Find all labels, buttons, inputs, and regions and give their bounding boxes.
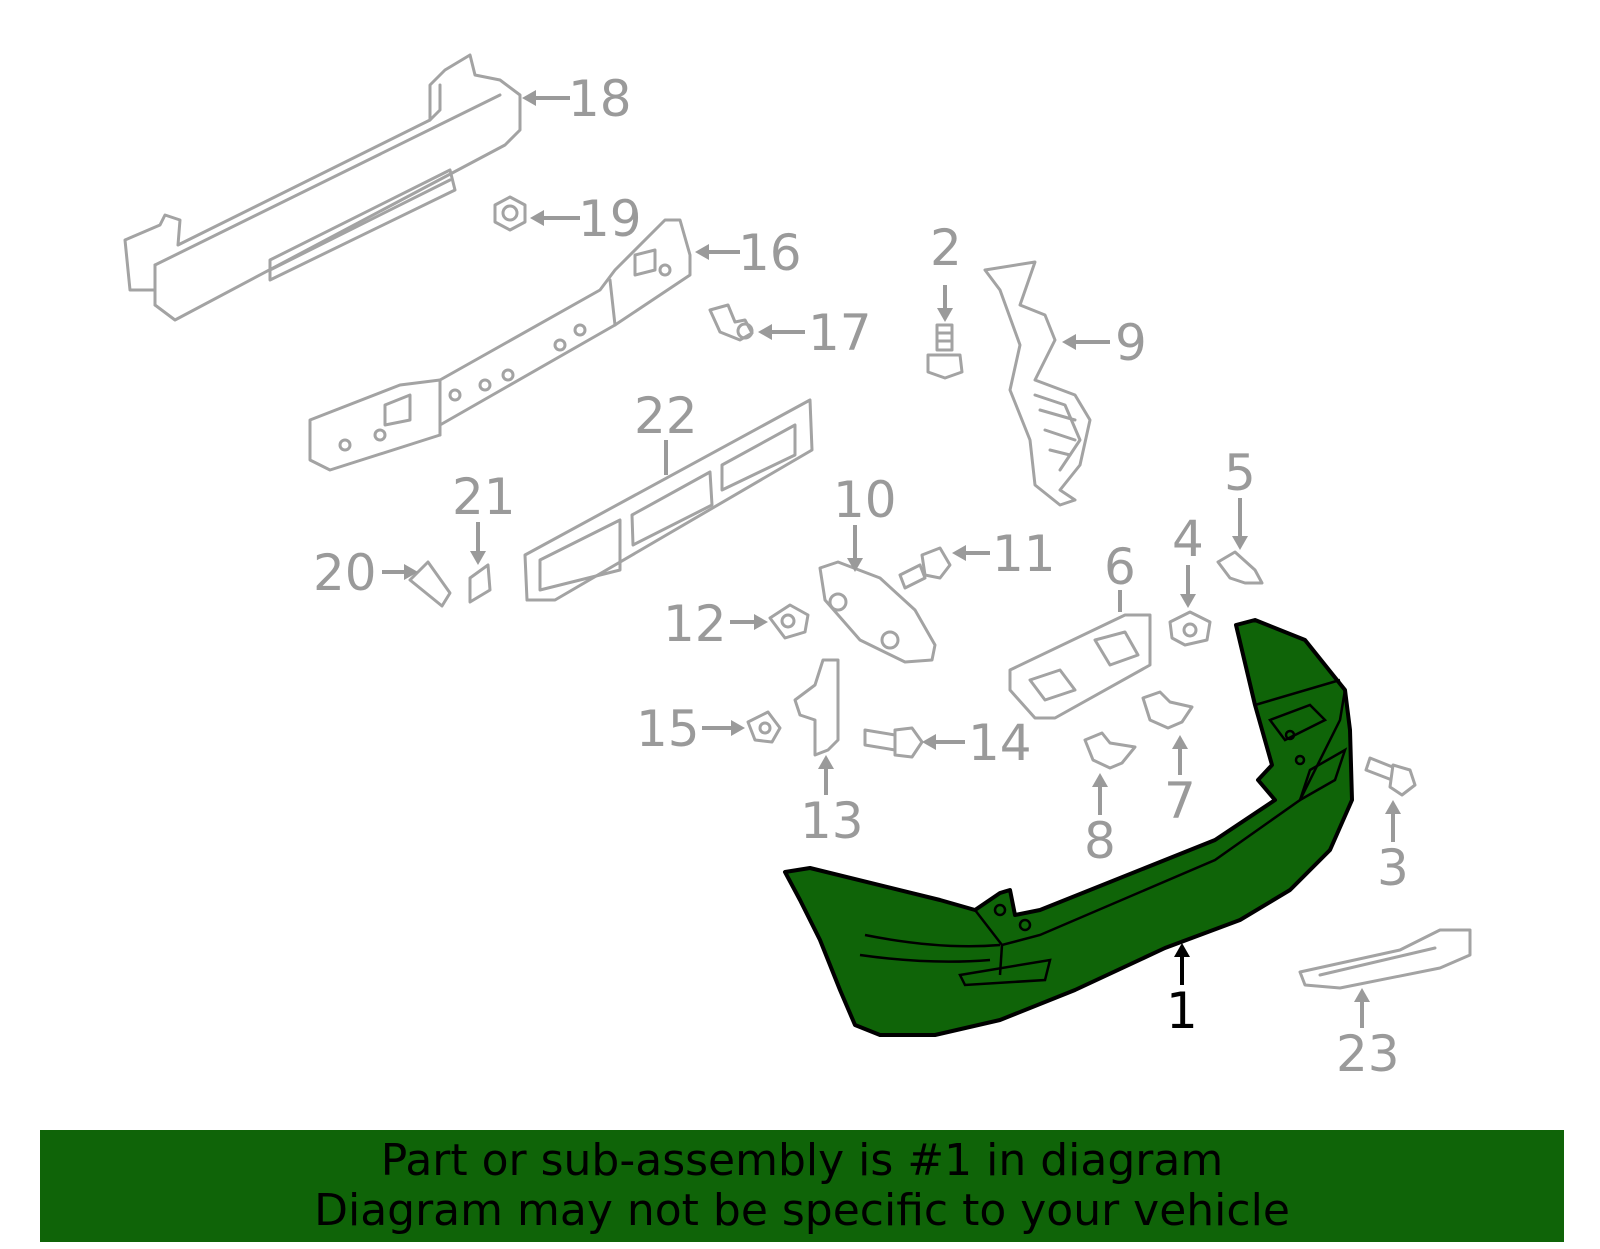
callout-23: 23 xyxy=(1336,1025,1400,1083)
part-9-bracket[interactable] xyxy=(983,260,1092,507)
arrow-5 xyxy=(1232,536,1248,550)
part-14-bolt[interactable] xyxy=(863,726,924,759)
arrow-4 xyxy=(1180,594,1196,608)
info-banner: Part or sub-assembly is #1 in diagram Di… xyxy=(40,1130,1564,1242)
part-5-clip[interactable] xyxy=(1216,550,1264,585)
part-10-bracket[interactable] xyxy=(818,560,937,664)
callout-20: 20 xyxy=(313,544,377,602)
arrow-8 xyxy=(1092,773,1108,787)
part-1-bumper-cover[interactable] xyxy=(783,618,1354,1037)
part-11-bolt[interactable] xyxy=(898,546,952,590)
banner-line-2: Diagram may not be specific to your vehi… xyxy=(314,1185,1290,1236)
banner-line-1: Part or sub-assembly is #1 in diagram xyxy=(380,1135,1224,1186)
callout-14: 14 xyxy=(968,714,1032,772)
part-16-absorber[interactable] xyxy=(308,218,692,472)
callout-18: 18 xyxy=(568,70,632,128)
arrow-3 xyxy=(1385,800,1401,814)
part-3-bolt[interactable] xyxy=(1364,756,1417,797)
part-8-clip[interactable] xyxy=(1083,731,1137,770)
arrow-15 xyxy=(731,720,745,736)
part-17-push-pin[interactable] xyxy=(708,303,754,342)
part-19-nut[interactable] xyxy=(493,195,527,232)
arrow-21 xyxy=(470,551,486,565)
callout-12: 12 xyxy=(663,595,727,653)
callout-13: 13 xyxy=(800,792,864,850)
callout-19: 19 xyxy=(578,190,642,248)
arrow-12 xyxy=(754,614,768,630)
callout-3: 3 xyxy=(1377,839,1409,897)
callout-9: 9 xyxy=(1115,314,1147,372)
callout-6: 6 xyxy=(1104,538,1136,596)
arrow-23 xyxy=(1354,988,1370,1002)
part-4-grommet[interactable] xyxy=(1168,610,1212,647)
part-2-bolt[interactable] xyxy=(926,323,964,380)
callout-4: 4 xyxy=(1172,510,1204,568)
part-22-panel[interactable] xyxy=(523,398,814,602)
arrow-13 xyxy=(818,755,834,769)
callout-21: 21 xyxy=(452,468,516,526)
callout-10: 10 xyxy=(833,471,897,529)
arrow-18 xyxy=(522,90,536,106)
callout-8: 8 xyxy=(1084,812,1116,870)
part-20-clip[interactable] xyxy=(408,560,452,608)
callout-2: 2 xyxy=(930,219,962,277)
part-13-bracket[interactable] xyxy=(793,658,840,757)
arrow-17 xyxy=(758,324,772,340)
arrow-11 xyxy=(952,545,966,561)
arrow-2 xyxy=(937,308,953,322)
arrow-19 xyxy=(530,210,544,226)
arrow-14 xyxy=(922,734,936,750)
callout-22: 22 xyxy=(634,387,698,445)
arrow-20 xyxy=(404,564,418,580)
part-15-clip[interactable] xyxy=(746,710,782,744)
callout-5: 5 xyxy=(1224,444,1256,502)
callout-16: 16 xyxy=(738,224,802,282)
arrow-1 xyxy=(1174,943,1190,957)
callout-11: 11 xyxy=(992,525,1056,583)
part-7-clip[interactable] xyxy=(1141,690,1194,730)
part-6-bracket[interactable] xyxy=(1008,613,1152,720)
part-23-reflector[interactable] xyxy=(1298,928,1472,990)
part-18-reinforcement-beam[interactable] xyxy=(123,53,522,322)
part-21-pad[interactable] xyxy=(468,563,492,604)
callout-7: 7 xyxy=(1164,772,1196,830)
callout-17: 17 xyxy=(808,304,872,362)
part-12-clip[interactable] xyxy=(768,603,810,640)
arrow-10 xyxy=(847,558,863,572)
arrow-7 xyxy=(1172,735,1188,749)
callout-1: 1 xyxy=(1166,982,1198,1040)
callout-15: 15 xyxy=(636,700,700,758)
arrow-9 xyxy=(1062,334,1076,350)
arrow-16 xyxy=(695,244,709,260)
